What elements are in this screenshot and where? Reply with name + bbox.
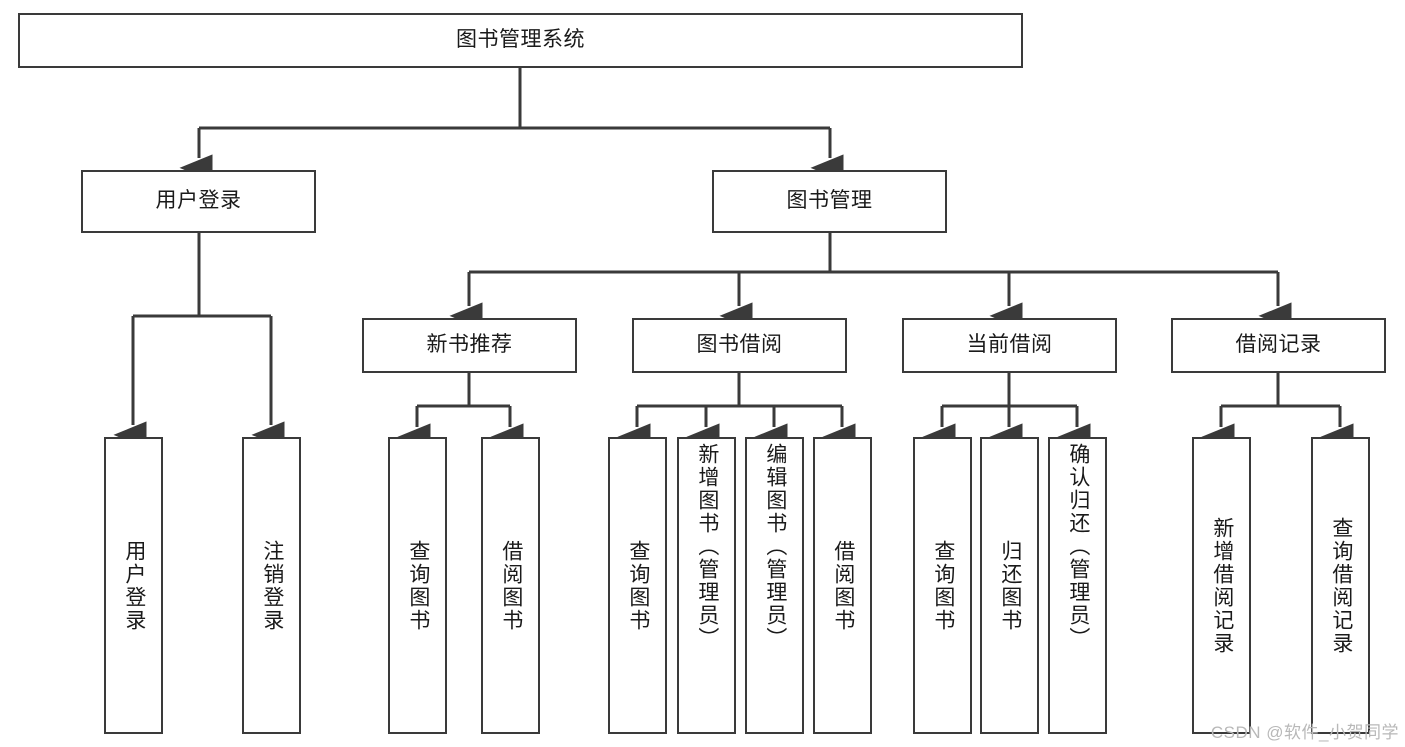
node-new-book-recommend-label: 新书推荐 bbox=[426, 333, 513, 357]
node-leaf-return-book[interactable]: 归还图书 bbox=[980, 437, 1039, 734]
node-leaf-query-record[interactable]: 查询借阅记录 bbox=[1311, 437, 1370, 734]
node-root[interactable]: 图书管理系统 bbox=[18, 13, 1023, 68]
node-new-book-recommend[interactable]: 新书推荐 bbox=[362, 318, 577, 373]
node-user-login[interactable]: 用户登录 bbox=[81, 170, 316, 233]
node-leaf-borrow-book-1[interactable]: 借阅图书 bbox=[481, 437, 540, 734]
node-leaf-add-book[interactable]: 新增图书（管理员） bbox=[677, 437, 736, 734]
node-leaf-query-record-label: 查询借阅记录 bbox=[1329, 516, 1353, 655]
node-borrow-record-label: 借阅记录 bbox=[1235, 333, 1322, 357]
node-leaf-query-book-3[interactable]: 查询图书 bbox=[913, 437, 972, 734]
node-leaf-confirm-return[interactable]: 确认归还（管理员） bbox=[1048, 437, 1107, 734]
node-leaf-edit-book[interactable]: 编辑图书（管理员） bbox=[745, 437, 804, 734]
node-leaf-query-book-1[interactable]: 查询图书 bbox=[388, 437, 447, 734]
node-leaf-add-book-label: 新增图书（管理员） bbox=[695, 443, 719, 650]
node-book-borrow[interactable]: 图书借阅 bbox=[632, 318, 847, 373]
node-leaf-query-book-2[interactable]: 查询图书 bbox=[608, 437, 667, 734]
node-leaf-borrow-book-2[interactable]: 借阅图书 bbox=[813, 437, 872, 734]
node-leaf-user-logout[interactable]: 注销登录 bbox=[242, 437, 301, 734]
node-current-borrow-label: 当前借阅 bbox=[966, 333, 1053, 357]
node-leaf-query-book-2-label: 查询图书 bbox=[626, 539, 650, 632]
node-user-login-label: 用户登录 bbox=[155, 189, 242, 213]
node-leaf-borrow-book-2-label: 借阅图书 bbox=[831, 539, 855, 632]
node-leaf-add-record[interactable]: 新增借阅记录 bbox=[1192, 437, 1251, 734]
node-leaf-add-record-label: 新增借阅记录 bbox=[1210, 516, 1234, 655]
node-book-borrow-label: 图书借阅 bbox=[696, 333, 783, 357]
node-book-manage[interactable]: 图书管理 bbox=[712, 170, 947, 233]
node-leaf-edit-book-label: 编辑图书（管理员） bbox=[763, 443, 787, 650]
node-current-borrow[interactable]: 当前借阅 bbox=[902, 318, 1117, 373]
node-leaf-return-book-label: 归还图书 bbox=[998, 539, 1022, 632]
node-leaf-user-login[interactable]: 用户登录 bbox=[104, 437, 163, 734]
node-borrow-record[interactable]: 借阅记录 bbox=[1171, 318, 1386, 373]
node-leaf-borrow-book-1-label: 借阅图书 bbox=[499, 539, 523, 632]
node-root-label: 图书管理系统 bbox=[456, 28, 585, 52]
node-leaf-user-login-label: 用户登录 bbox=[122, 539, 146, 632]
node-leaf-query-book-3-label: 查询图书 bbox=[931, 539, 955, 632]
node-book-manage-label: 图书管理 bbox=[786, 189, 873, 213]
node-leaf-query-book-1-label: 查询图书 bbox=[406, 539, 430, 632]
node-leaf-confirm-return-label: 确认归还（管理员） bbox=[1066, 443, 1090, 650]
node-leaf-user-logout-label: 注销登录 bbox=[260, 539, 284, 632]
